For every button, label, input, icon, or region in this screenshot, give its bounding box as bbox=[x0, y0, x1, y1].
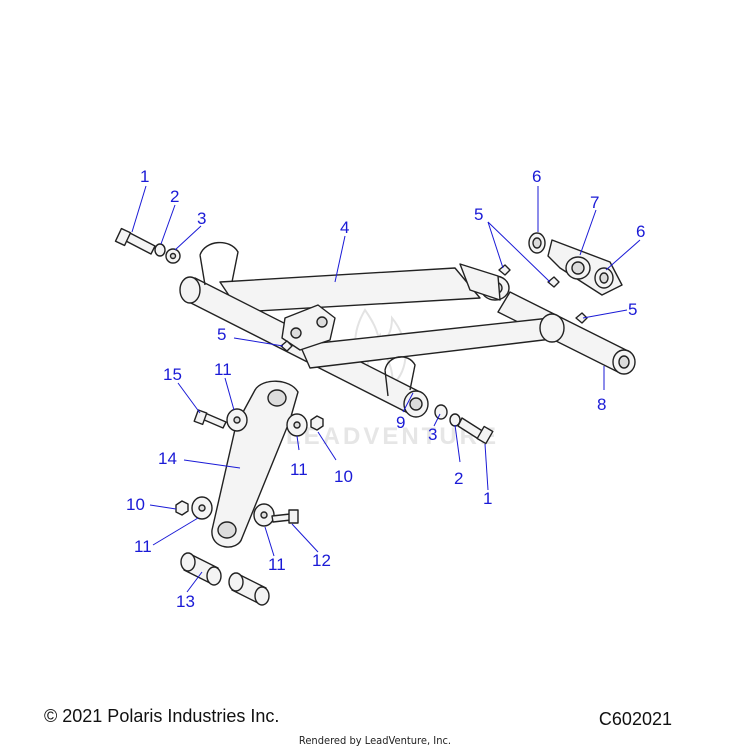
spacer-washer-b-hole bbox=[293, 421, 301, 429]
callout-11-top: 11 bbox=[214, 360, 232, 379]
bushing-left bbox=[180, 552, 222, 586]
link-plate bbox=[211, 380, 299, 548]
callout-8: 8 bbox=[597, 395, 606, 414]
callout-3-upper: 3 bbox=[197, 209, 206, 228]
callout-5-right: 5 bbox=[628, 300, 637, 319]
callout-12: 12 bbox=[312, 551, 331, 570]
copyright-notice: © 2021 Polaris Industries Inc. bbox=[44, 706, 280, 726]
nut-lower bbox=[175, 500, 189, 516]
callout-6-left: 6 bbox=[532, 167, 541, 186]
callout-10-right: 10 bbox=[334, 467, 353, 486]
rendered-by-credit: Rendered by LeadVenture, Inc. bbox=[298, 734, 452, 747]
spacer-washer-a-hole bbox=[233, 416, 241, 424]
bolt-15 bbox=[193, 409, 227, 429]
a-arm-rear-tube bbox=[299, 291, 636, 375]
callout-10-left: 10 bbox=[126, 495, 145, 514]
grease-fitting-b bbox=[547, 276, 560, 288]
bolt-upper-left bbox=[114, 227, 156, 255]
grease-fitting-a bbox=[498, 264, 511, 276]
callout-4: 4 bbox=[340, 218, 349, 237]
callout-14: 14 bbox=[158, 449, 177, 468]
callout-11-left: 11 bbox=[134, 537, 152, 556]
bushing-right bbox=[228, 572, 270, 606]
tube-loop-center bbox=[384, 356, 416, 397]
callouts: 1 2 3 4 5 6 7 6 5 5 15 11 8 9 3 2 1 14 1… bbox=[126, 167, 645, 611]
callout-3-lower: 3 bbox=[428, 425, 437, 444]
callout-15: 15 bbox=[163, 365, 182, 384]
seal-right-hole bbox=[599, 272, 609, 284]
flat-washer-lower bbox=[434, 404, 448, 420]
callout-11-bottom: 11 bbox=[268, 555, 286, 574]
callout-2-lower: 2 bbox=[454, 469, 463, 488]
callout-11-mid: 11 bbox=[290, 460, 308, 479]
callout-2-upper: 2 bbox=[170, 187, 179, 206]
callout-9: 9 bbox=[396, 413, 405, 432]
figure-code: C602021 bbox=[598, 709, 672, 729]
nut-upper bbox=[310, 415, 324, 431]
lock-washer-upper bbox=[154, 243, 166, 257]
callout-7: 7 bbox=[590, 193, 599, 212]
flat-washer-upper-hole bbox=[169, 252, 177, 260]
callout-1-upper: 1 bbox=[140, 167, 149, 186]
callout-13: 13 bbox=[176, 592, 195, 611]
mount-bracket bbox=[281, 304, 336, 351]
callout-5-left: 5 bbox=[217, 325, 226, 344]
seal-left-hole bbox=[532, 237, 542, 249]
a-arm-upper-tube bbox=[219, 263, 510, 313]
spacer-washer-c-hole bbox=[198, 504, 206, 512]
leader-lines bbox=[131, 185, 641, 593]
bolt-12 bbox=[271, 509, 299, 524]
grease-fitting-d bbox=[280, 340, 293, 352]
bearing-housing bbox=[547, 239, 623, 296]
callout-1-lower: 1 bbox=[483, 489, 492, 508]
grease-fitting-c bbox=[575, 312, 588, 324]
callout-5-upper: 5 bbox=[474, 205, 483, 224]
spacer-washer-d-hole bbox=[260, 511, 268, 519]
callout-6-right: 6 bbox=[636, 222, 645, 241]
tube-loop-left bbox=[199, 241, 239, 286]
bolt-lower-right bbox=[457, 417, 494, 445]
